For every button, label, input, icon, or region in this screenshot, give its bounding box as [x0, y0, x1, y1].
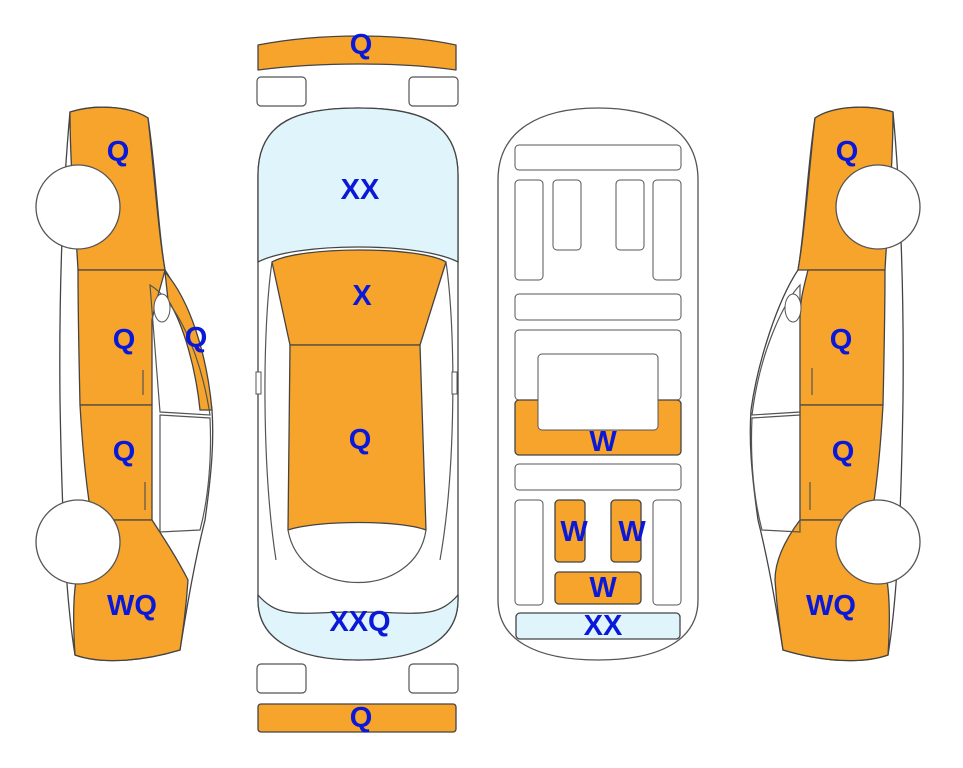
- right-rear-wheel: [835, 499, 921, 585]
- left-front-window: [149, 283, 211, 416]
- right-front-wheel: [835, 164, 921, 250]
- left-a-pillar: [164, 271, 213, 411]
- under-rear-right-rail: [610, 499, 642, 563]
- left-front-wheel: [35, 164, 121, 250]
- label-under-rear-crossmember: W: [589, 572, 617, 604]
- label-right-front-door: Q: [830, 324, 853, 356]
- under-rear-crossmember-top: [514, 463, 682, 491]
- top-rear-bumper: [257, 703, 457, 733]
- label-right-rear-door: Q: [832, 436, 855, 468]
- right-mirror: [784, 293, 802, 323]
- label-under-center-panel: W: [589, 426, 617, 458]
- label-left-rear-door: Q: [113, 436, 136, 468]
- under-mid-crossmember: [514, 293, 682, 321]
- under-rear-left-rail: [554, 499, 586, 563]
- top-right-side-line: [439, 261, 454, 561]
- top-roof: [287, 344, 427, 531]
- under-rear-left-outer: [514, 499, 544, 606]
- under-front-left-rail: [514, 179, 544, 281]
- label-top-rear-bumper: Q: [350, 702, 373, 734]
- top-taillight-left: [256, 663, 307, 694]
- under-front-left-inner: [552, 179, 582, 251]
- under-front-crossmember: [514, 144, 682, 171]
- top-headlight-right: [408, 76, 459, 107]
- top-hood-front: [271, 249, 447, 346]
- under-rear-crossmember: [554, 571, 642, 605]
- top-left-side-line: [264, 261, 277, 561]
- left-side-view: Q Q Q Q WQ: [35, 106, 214, 662]
- label-top-rear-window: XXQ: [329, 606, 390, 638]
- top-windshield: [257, 107, 459, 263]
- top-front-bumper: [257, 35, 457, 71]
- right-rear-window: [750, 414, 801, 533]
- left-rear-window: [159, 414, 212, 533]
- label-top-windshield: XX: [341, 174, 380, 206]
- label-under-rear-right-rail: W: [618, 516, 646, 548]
- label-under-rear-left-rail: W: [560, 516, 588, 548]
- label-right-front-fender: Q: [836, 136, 859, 168]
- top-view: Q XX X Q XXQ Q: [255, 29, 459, 734]
- right-side-view: Q Q Q WQ: [749, 106, 921, 662]
- under-rear-panel: [515, 612, 681, 640]
- top-mirror-right: [451, 371, 458, 395]
- underside-view: W W W W XX: [497, 107, 699, 661]
- under-center-cutout: [537, 353, 659, 431]
- label-right-rear-quarter: WQ: [806, 590, 856, 622]
- top-headlight-left: [256, 76, 307, 107]
- label-left-a-pillar: Q: [185, 322, 208, 354]
- left-rear-wheel: [35, 499, 121, 585]
- label-top-roof: Q: [349, 424, 372, 456]
- under-front-right-rail: [652, 179, 682, 281]
- top-rear-deck-line: [287, 529, 427, 583]
- label-left-front-door: Q: [113, 324, 136, 356]
- label-left-rear-quarter: WQ: [107, 590, 157, 622]
- top-rear-window: [257, 594, 459, 661]
- label-under-rear-panel: XX: [584, 610, 623, 642]
- left-mirror: [153, 293, 171, 323]
- label-top-front-bumper: Q: [350, 29, 373, 61]
- top-mirror-left: [255, 371, 262, 395]
- label-top-hood-front: X: [352, 280, 372, 312]
- under-front-right-inner: [615, 179, 645, 251]
- under-rear-right-outer: [652, 499, 682, 606]
- label-left-front-fender: Q: [107, 136, 130, 168]
- right-front-window: [751, 283, 801, 416]
- top-taillight-right: [408, 663, 459, 694]
